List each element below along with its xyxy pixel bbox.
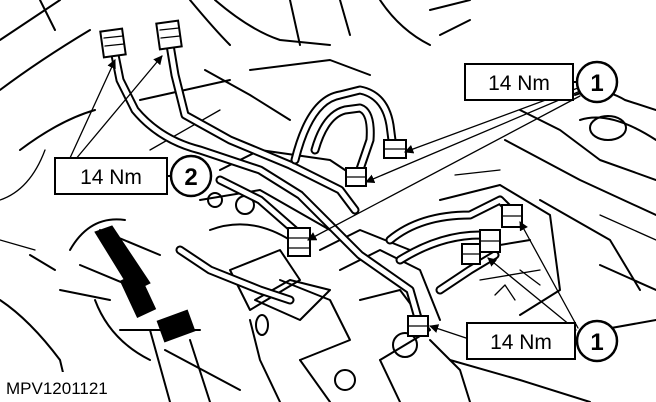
- callout-number: 2: [184, 164, 197, 191]
- callout-number-circle: [575, 319, 619, 363]
- fitting-top-left-b: [155, 19, 183, 51]
- figure-code-backdrop: [0, 372, 142, 402]
- callout-number-circle: [169, 154, 213, 198]
- torque-label: 14 Nm: [80, 166, 142, 189]
- fitting-top-left-a: [99, 27, 127, 59]
- torque-label: 14 Nm: [488, 72, 550, 95]
- torque-label: 14 Nm: [490, 331, 552, 354]
- callout-number: 1: [590, 329, 603, 356]
- callout-left: 14 Nm 2: [54, 154, 213, 198]
- torque-box: [464, 63, 574, 101]
- fitting-lower-center: [407, 315, 429, 337]
- fitting-right-a: [501, 204, 523, 228]
- callout-bottom-right: 14 Nm 1: [466, 319, 619, 363]
- fitting-right-b: [479, 229, 501, 253]
- torque-box: [54, 157, 168, 195]
- fitting-right-c: [461, 243, 481, 265]
- fitting-center: [287, 227, 311, 257]
- callout-number-circle: [575, 60, 619, 104]
- line-fittings: [99, 19, 523, 337]
- fuel-lines: [110, 40, 517, 330]
- leader-lines: [69, 55, 581, 341]
- callout-top-right: 14 Nm 1: [464, 60, 619, 104]
- callout-number: 1: [590, 70, 603, 97]
- fitting-upper-right-b: [345, 167, 367, 187]
- figure-code: MPV1201121: [6, 379, 108, 398]
- fitting-upper-right-a: [383, 139, 407, 159]
